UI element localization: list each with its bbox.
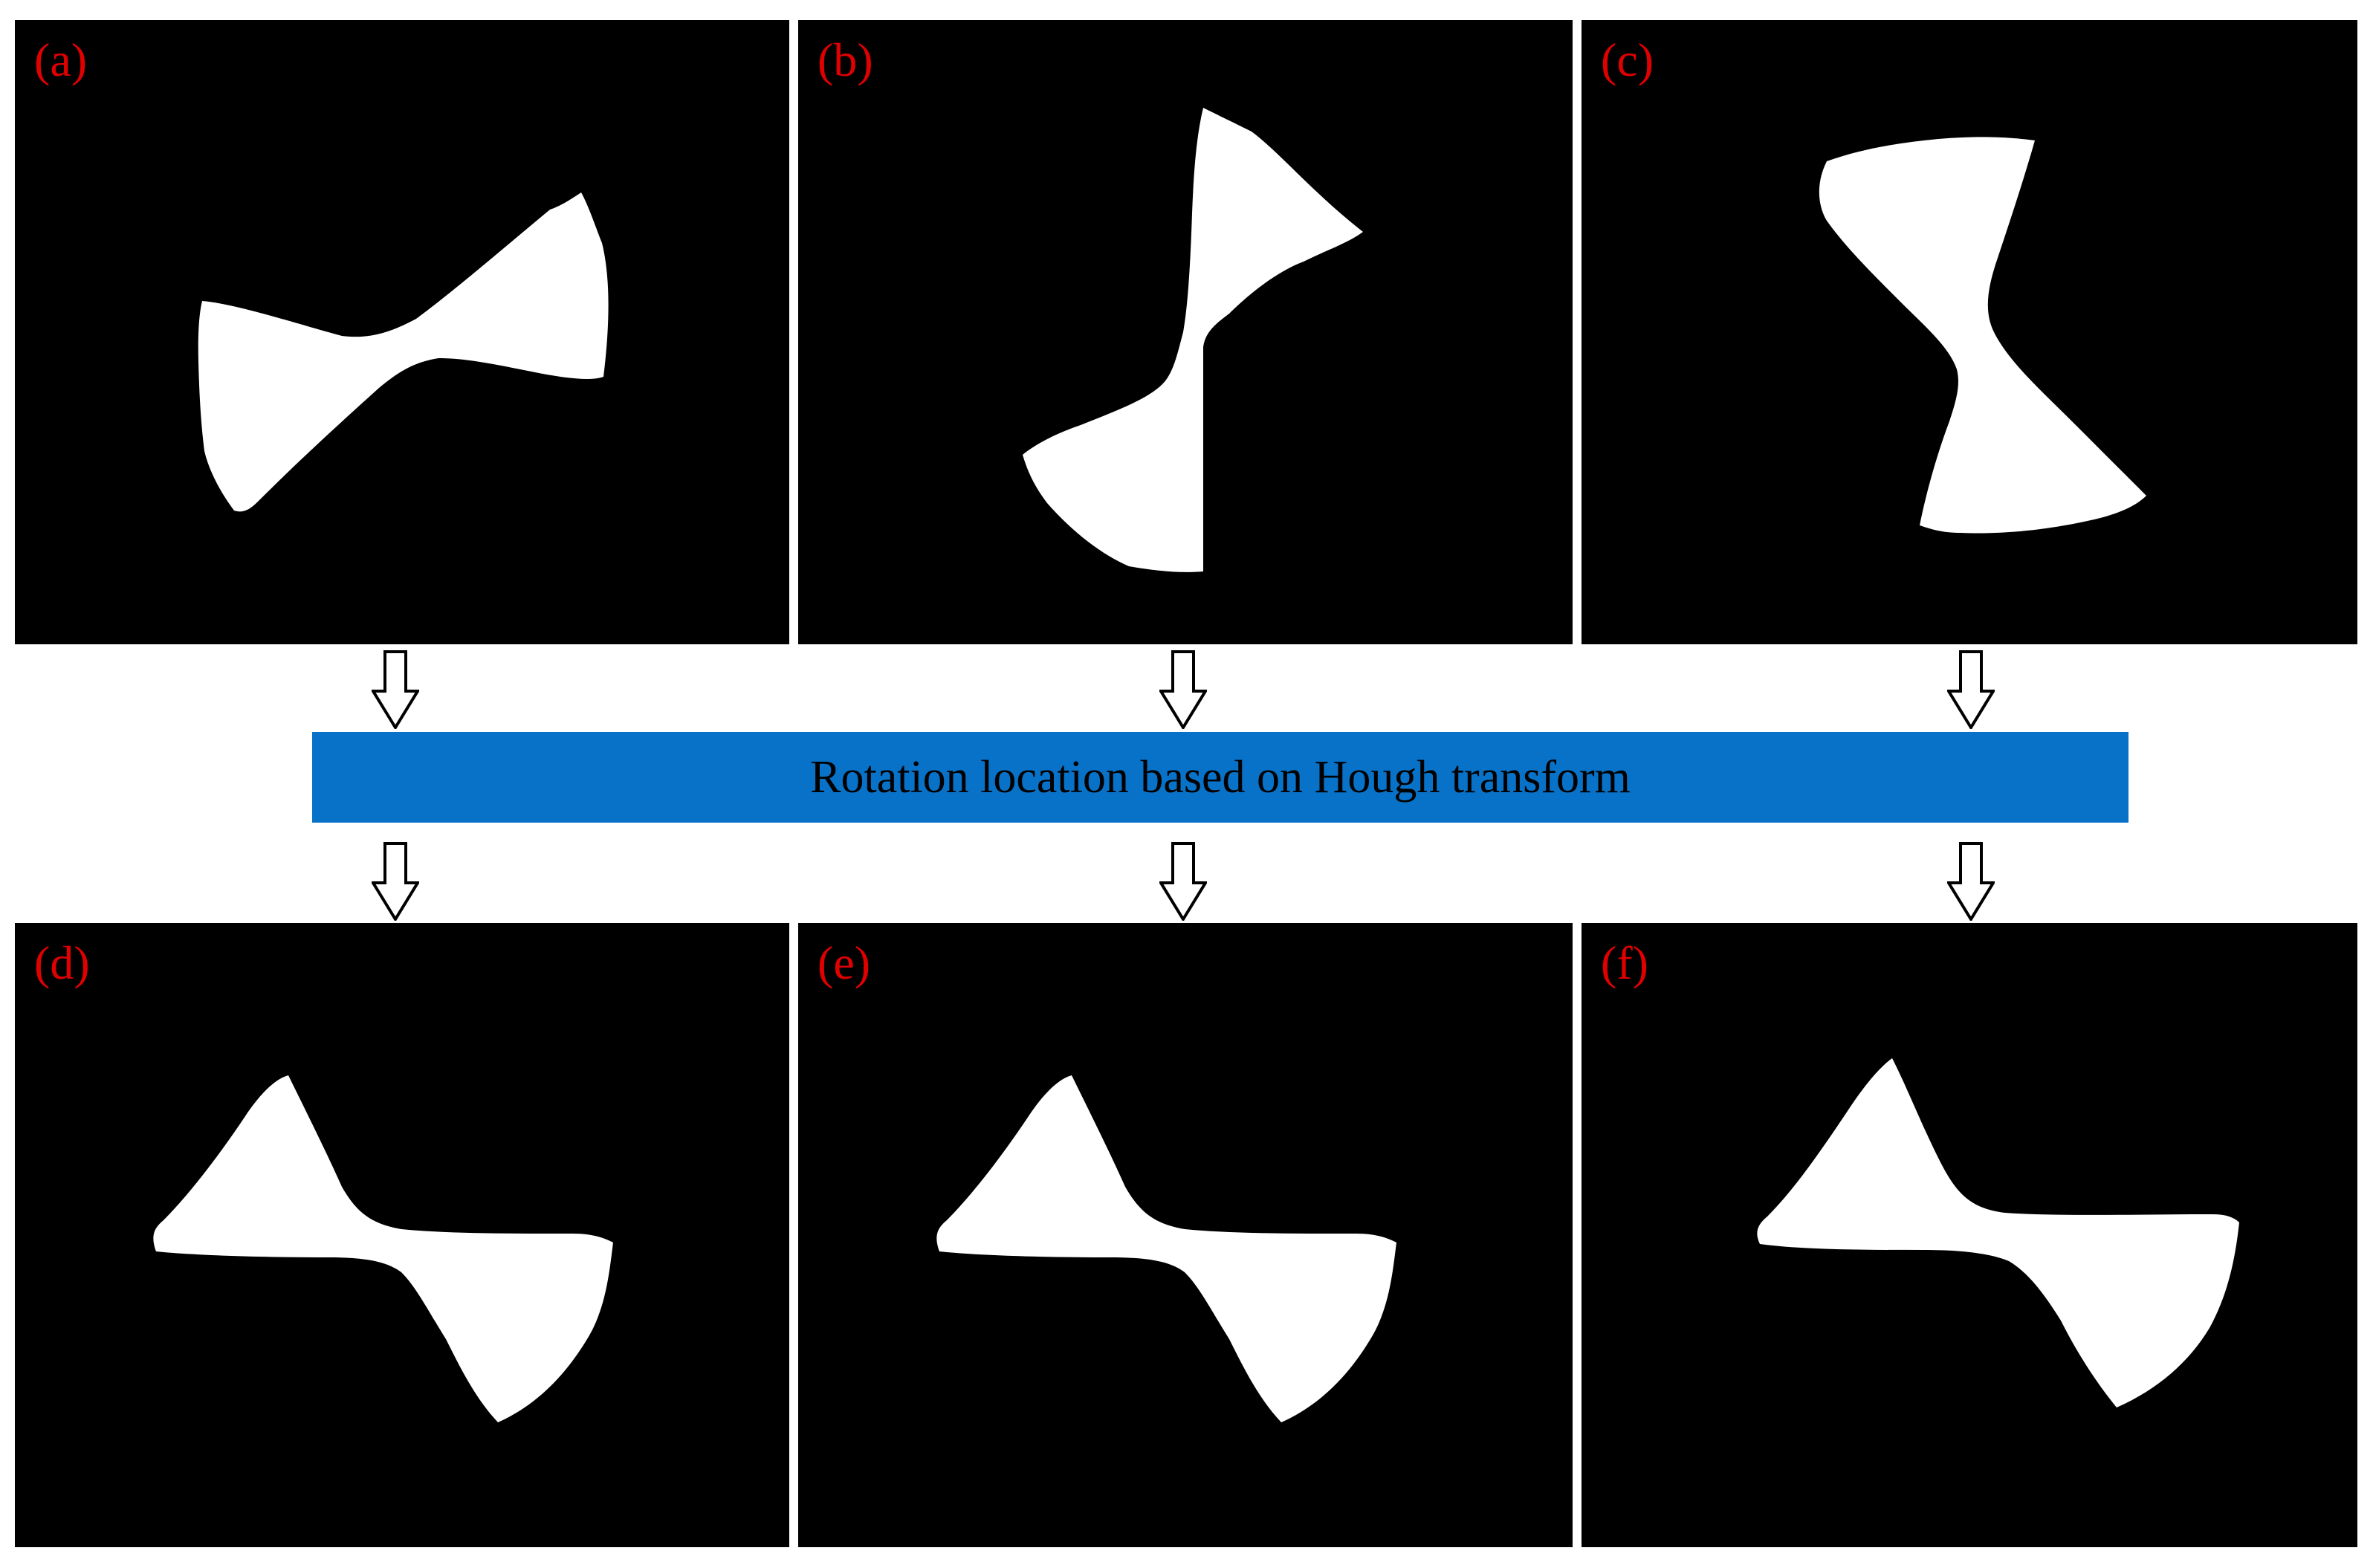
panel-label-b: (b) [818, 33, 873, 86]
specimen-shape-a [198, 192, 609, 512]
specimen-shape-d [153, 1075, 613, 1422]
panel-label-c: (c) [1601, 33, 1654, 86]
specimen-shape-b [1023, 108, 1363, 572]
process-step-banner: Rotation location based on Hough transfo… [312, 732, 2128, 823]
panel-f-rotated-image: (f) [1582, 923, 2357, 1547]
panel-label-a: (a) [34, 33, 88, 86]
arrow-down-icon [372, 650, 419, 729]
arrow-down-icon [1947, 842, 1995, 921]
panel-b-original-image: (b) [798, 20, 1573, 644]
panel-label-d: (d) [34, 936, 90, 989]
panel-label-f: (f) [1601, 936, 1648, 989]
arrow-down-icon [1159, 842, 1207, 921]
arrow-down-icon [1947, 650, 1995, 729]
specimen-shape-f [1757, 1058, 2239, 1407]
arrow-down-icon [1159, 650, 1207, 729]
panel-e-rotated-image: (e) [798, 923, 1573, 1547]
panel-a-original-image: (a) [15, 20, 789, 644]
process-step-label: Rotation location based on Hough transfo… [810, 751, 1631, 803]
panel-label-e: (e) [818, 936, 871, 989]
specimen-shape-c [1819, 137, 2146, 534]
specimen-shape-e [936, 1075, 1396, 1422]
panel-c-original-image: (c) [1582, 20, 2357, 644]
panel-d-rotated-image: (d) [15, 923, 789, 1547]
arrow-down-icon [372, 842, 419, 921]
